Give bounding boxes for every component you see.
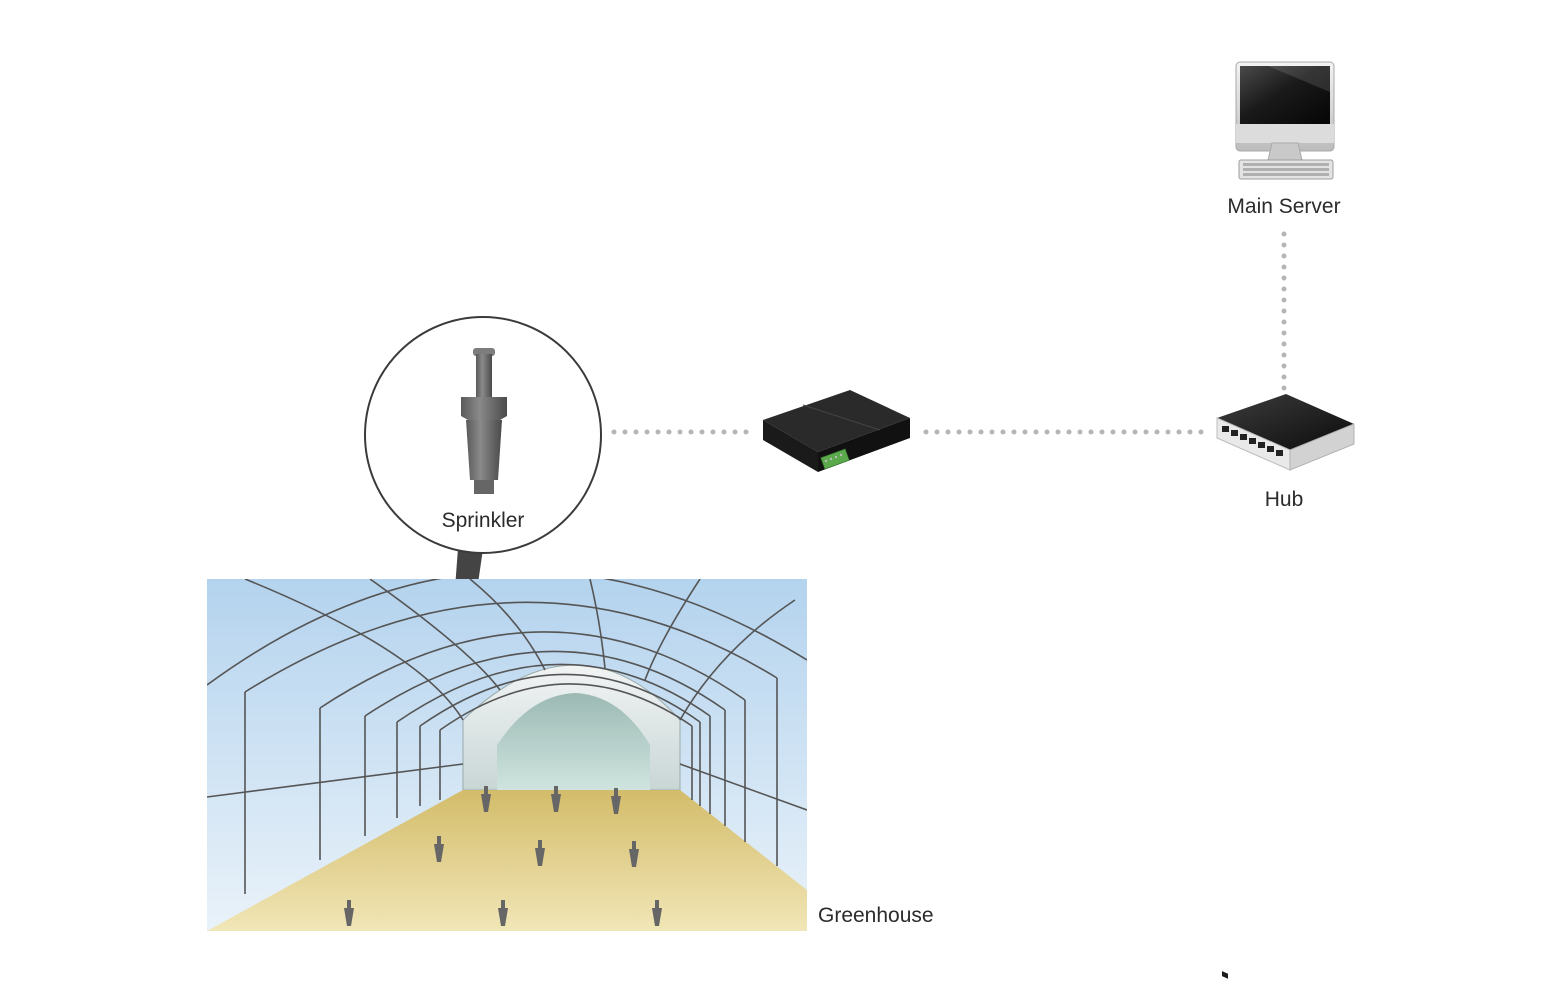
- network-hub-icon: [1216, 394, 1355, 979]
- hub-label: Hub: [1264, 488, 1304, 511]
- floor-sprinkler: [551, 786, 561, 812]
- floor-sprinkler: [652, 900, 662, 926]
- floor-sprinkler: [629, 841, 639, 867]
- floor-sprinkler: [344, 900, 354, 926]
- floor-sprinkler: [498, 900, 508, 926]
- floor-sprinkler: [611, 788, 621, 814]
- greenhouse-label: Greenhouse: [818, 904, 934, 927]
- desktop-computer-icon: [1235, 61, 1335, 180]
- floor-sprinkler: [481, 786, 491, 812]
- floor-sprinkler: [434, 836, 444, 862]
- main-server-label: Main Server: [1227, 195, 1341, 218]
- io-controller-icon: [763, 390, 910, 472]
- sprinkler-label: Sprinkler: [441, 509, 525, 532]
- floor-sprinkler: [535, 840, 545, 866]
- greenhouse-illustration: [207, 579, 807, 931]
- sprinkler-head-icon: [461, 348, 507, 494]
